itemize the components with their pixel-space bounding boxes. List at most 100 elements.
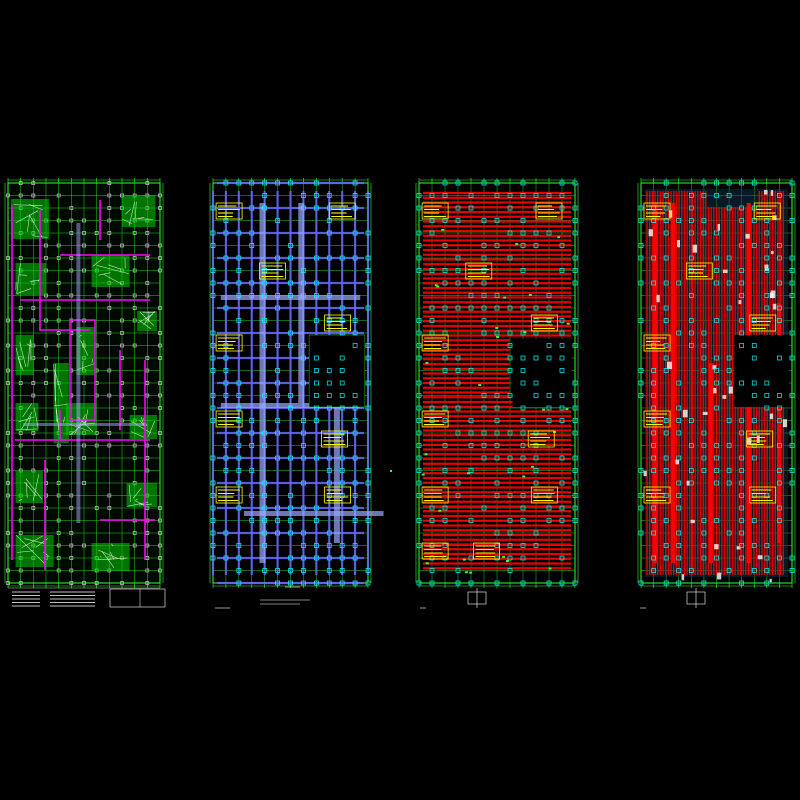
column-mark	[132, 531, 137, 535]
column-mark	[481, 505, 487, 511]
column-mark	[651, 255, 656, 261]
column-mark	[663, 430, 669, 436]
main-beam	[333, 343, 340, 543]
column-mark	[507, 255, 513, 261]
column-mark	[455, 305, 461, 311]
column-mark	[494, 243, 500, 248]
column-mark	[777, 518, 782, 523]
column-mark	[6, 443, 10, 448]
column-mark	[56, 481, 61, 485]
column-mark	[739, 430, 745, 436]
column-mark	[638, 205, 644, 211]
column-mark	[663, 518, 669, 523]
column-mark	[288, 280, 293, 286]
column-mark	[326, 230, 332, 236]
column-mark	[714, 555, 719, 561]
column-mark	[739, 218, 745, 223]
column-mark	[520, 368, 526, 373]
column-mark	[6, 481, 10, 485]
hatch-stroke	[108, 264, 122, 270]
column-mark	[777, 255, 782, 261]
column-mark	[739, 330, 745, 336]
column-mark	[572, 230, 578, 236]
column-mark	[249, 443, 255, 448]
column-mark	[663, 418, 669, 423]
column-mark	[663, 455, 669, 461]
column-mark	[701, 193, 707, 198]
column-mark	[120, 343, 124, 348]
column-mark	[210, 455, 216, 461]
rebar-label	[713, 387, 717, 394]
rebar-label	[675, 459, 679, 465]
column-mark	[520, 405, 526, 411]
column-mark	[158, 381, 162, 385]
rebar-tag	[522, 475, 526, 478]
column-mark	[236, 568, 242, 573]
hatch-stroke	[130, 431, 145, 438]
column-mark	[145, 543, 150, 548]
column-mark	[726, 205, 732, 211]
column-mark	[31, 318, 36, 323]
column-mark	[301, 568, 306, 573]
column-mark	[468, 518, 474, 523]
column-mark	[789, 355, 795, 361]
column-mark	[416, 493, 422, 498]
column-mark	[158, 331, 162, 335]
hatch-area	[122, 195, 156, 227]
column-mark	[352, 393, 358, 398]
column-mark	[56, 568, 61, 573]
column-mark	[339, 455, 345, 461]
column-mark	[701, 230, 707, 236]
column-mark	[572, 505, 578, 511]
column-mark	[455, 480, 461, 486]
column-mark	[559, 193, 565, 198]
column-mark	[313, 255, 319, 261]
column-mark	[559, 268, 565, 273]
column-mark	[236, 443, 242, 448]
column-mark	[688, 293, 694, 298]
column-mark	[726, 468, 732, 473]
rebar-label	[690, 519, 695, 524]
column-mark	[701, 355, 707, 361]
column-mark	[56, 306, 61, 310]
column-mark	[107, 393, 112, 398]
column-mark	[739, 280, 745, 286]
column-mark	[739, 518, 745, 523]
column-mark	[275, 343, 280, 348]
column-mark	[739, 543, 745, 548]
column-mark	[132, 343, 137, 348]
column-mark	[158, 343, 162, 348]
column-mark	[210, 355, 216, 361]
column-mark	[262, 480, 268, 486]
column-mark	[676, 580, 682, 586]
column-mark	[751, 343, 757, 348]
column-mark	[326, 393, 332, 398]
column-mark	[651, 305, 656, 311]
column-mark	[158, 243, 162, 248]
column-mark	[416, 418, 422, 423]
column-mark	[777, 243, 782, 248]
column-mark	[18, 256, 23, 260]
column-mark	[520, 443, 526, 448]
column-mark	[223, 255, 229, 261]
hatch-stroke	[128, 202, 135, 226]
column-mark	[18, 581, 23, 585]
column-mark	[262, 568, 268, 573]
column-mark	[82, 543, 86, 548]
column-mark	[18, 568, 23, 573]
column-mark	[559, 368, 565, 373]
column-mark	[764, 293, 770, 298]
column-mark	[726, 368, 732, 373]
column-mark	[572, 430, 578, 436]
column-mark	[301, 355, 306, 361]
column-mark	[288, 580, 293, 586]
column-mark	[559, 330, 565, 336]
column-mark	[739, 268, 745, 273]
column-mark	[455, 368, 461, 373]
column-mark	[789, 293, 795, 298]
column-mark	[6, 368, 10, 373]
column-mark	[651, 218, 656, 223]
column-mark	[764, 255, 770, 261]
column-mark	[69, 256, 74, 260]
